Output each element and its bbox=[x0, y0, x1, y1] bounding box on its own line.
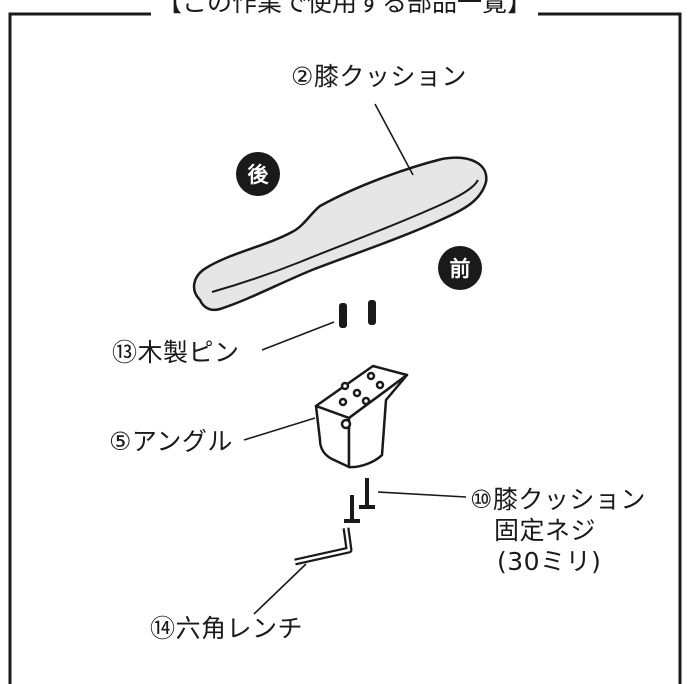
diagram-title-text: 【この作業で使用する部品一覧】 bbox=[150, 0, 538, 17]
leader-wooden-pin bbox=[261, 321, 335, 351]
front-badge: 前 bbox=[438, 246, 482, 290]
diagram-title: 【この作業で使用する部品一覧】 bbox=[0, 0, 689, 18]
angle-bracket-illustration bbox=[314, 364, 409, 469]
frame-border bbox=[8, 12, 682, 684]
leader-knee-cushion bbox=[374, 103, 414, 176]
label-screw-line3: (30ミリ) bbox=[497, 547, 602, 576]
label-angle: ⑤アングル bbox=[109, 427, 233, 456]
leader-angle bbox=[243, 417, 316, 441]
leader-screw bbox=[377, 491, 467, 498]
rear-badge: 後 bbox=[236, 152, 280, 196]
wooden-pins-illustration bbox=[339, 300, 376, 328]
label-wooden-pin: ⑬木製ピン bbox=[112, 338, 240, 367]
screws-illustration bbox=[344, 478, 375, 523]
label-screw-line1: ⑩膝クッション bbox=[470, 485, 646, 514]
knee-cushion-illustration bbox=[192, 156, 488, 312]
label-knee-cushion: ②膝クッション bbox=[291, 62, 467, 91]
label-screw-line2: 固定ネジ bbox=[494, 516, 597, 545]
leader-hex-wrench bbox=[253, 563, 307, 615]
label-hex-wrench: ⑭六角レンチ bbox=[150, 614, 304, 643]
